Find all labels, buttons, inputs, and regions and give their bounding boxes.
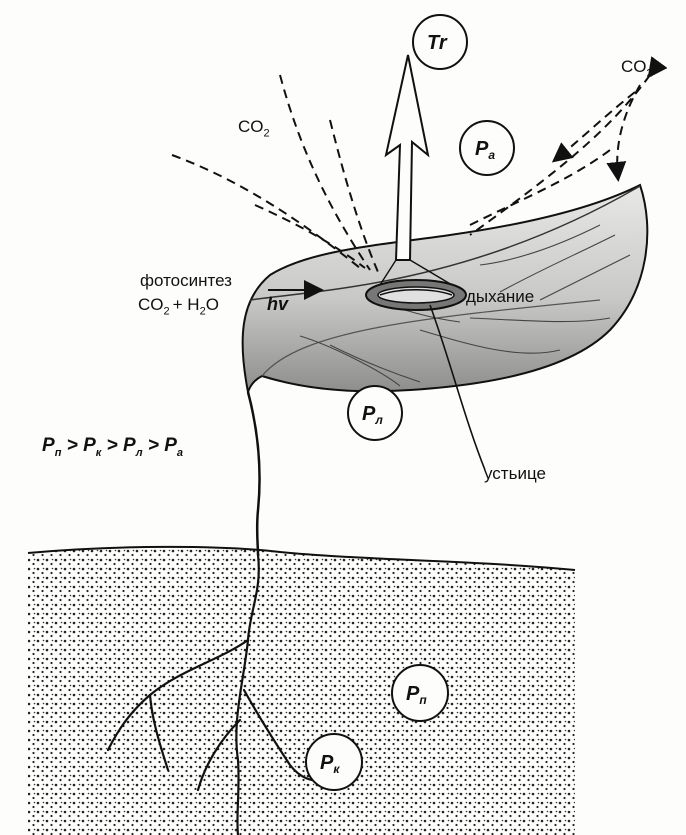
svg-text:Pп: Pп <box>406 683 427 707</box>
co2-flow-right <box>469 56 668 236</box>
circle-soil: Pп <box>391 664 449 722</box>
circle-leaf: Pл <box>347 385 403 441</box>
circle-atmosphere: Pа <box>459 120 515 176</box>
co2-left-label: CO2 <box>238 117 270 140</box>
circle-transpiration: Tr <box>412 14 468 70</box>
soil <box>27 545 576 835</box>
stoma <box>365 279 467 311</box>
circle-root: Pк <box>305 733 363 791</box>
respiration-label: дыхание <box>466 287 535 306</box>
transpiration-arrow <box>384 54 430 261</box>
svg-text:Tr: Tr <box>427 32 448 54</box>
stoma-pointer <box>429 304 486 471</box>
co2-flow-left <box>171 74 379 273</box>
svg-text:Pл: Pл <box>362 403 383 427</box>
photosynthesis-label: фотосинтез <box>140 271 232 290</box>
svg-text:Pк: Pк <box>320 752 340 776</box>
svg-text:Pа: Pа <box>475 138 495 162</box>
roots <box>106 553 324 835</box>
stoma-label: устьице <box>484 464 546 483</box>
photosynthesis-equation: CO2+ H2O <box>138 295 219 318</box>
water-potential-gradient: Pп > Pк > Pл > Pа <box>42 435 184 459</box>
co2-right-label: CO2 <box>621 57 653 80</box>
hv-label: hv <box>267 294 289 314</box>
stem <box>246 391 261 556</box>
